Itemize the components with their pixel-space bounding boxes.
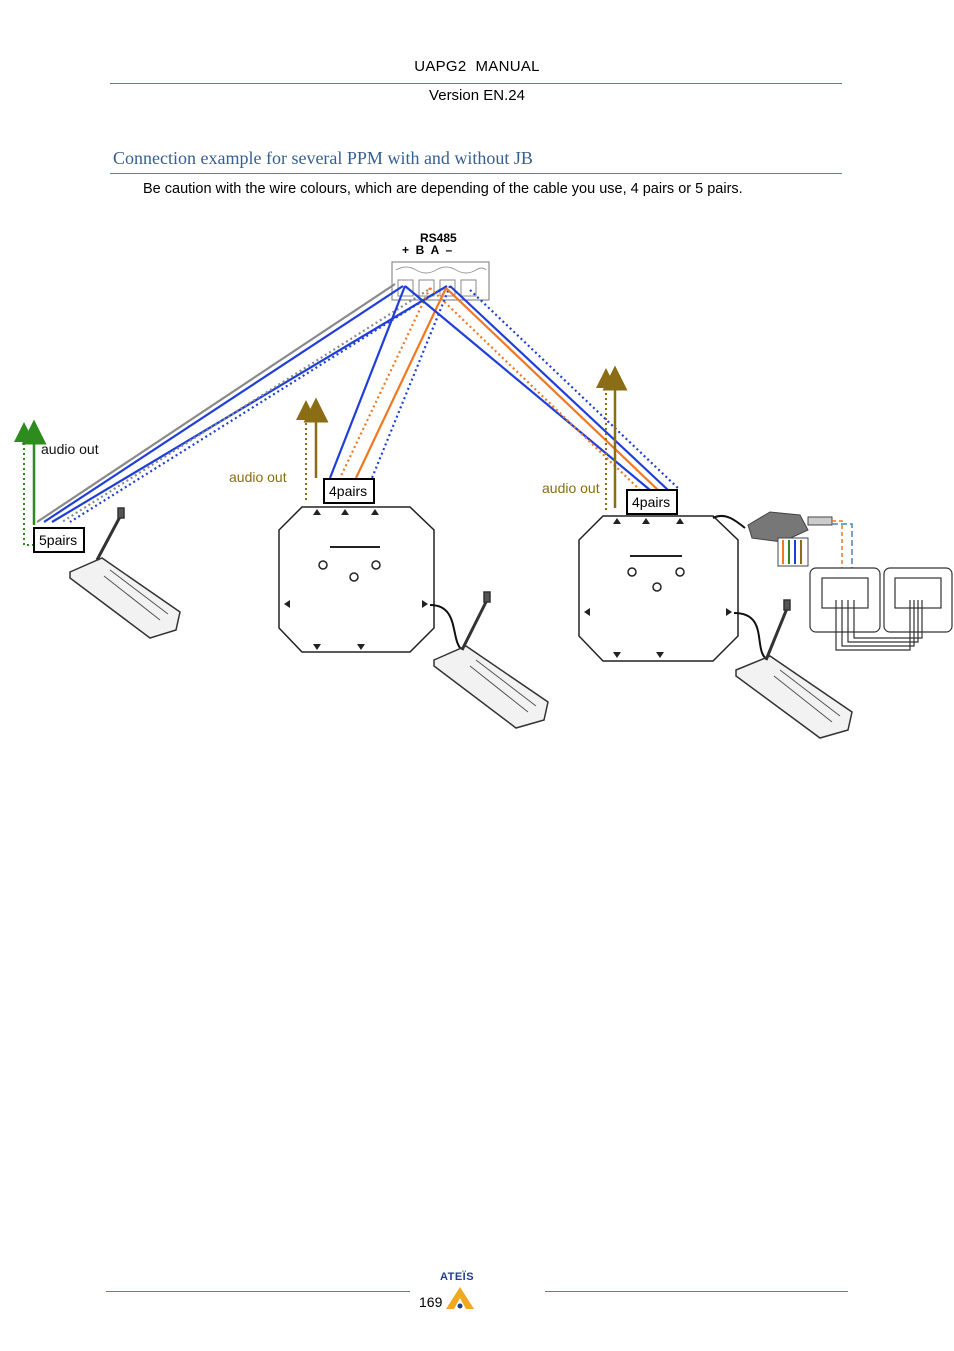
section-rule	[110, 173, 842, 174]
rs485-terminal: RS485 + B A –	[391, 231, 490, 301]
footer-rule-left	[106, 1291, 410, 1292]
middle-audio-out: audio out	[229, 397, 329, 500]
wires-middle	[328, 285, 452, 479]
middle-microphone-console	[433, 591, 549, 729]
right-audio-label: audio out	[542, 480, 600, 496]
header-rule	[110, 83, 842, 84]
right-audio-out: audio out	[542, 365, 628, 510]
middle-cable-label: 4pairs	[323, 478, 375, 504]
page-number: 169	[419, 1294, 443, 1310]
brand-name: ATEÏS	[440, 1271, 475, 1283]
connection-diagram: RS485 + B A – audio out	[14, 231, 953, 739]
left-cable-label: 5pairs	[33, 527, 85, 553]
wires-right	[404, 285, 681, 491]
footer-rule-right	[545, 1291, 848, 1292]
right-microphone-console	[735, 599, 853, 739]
caution-note: Be caution with the wire colours, which …	[143, 181, 743, 197]
rs485-pins: + B A –	[402, 243, 452, 257]
left-audio-label: audio out	[41, 441, 99, 457]
left-audio-out: audio out	[14, 419, 99, 546]
wall-sockets	[809, 567, 953, 651]
middle-audio-label: audio out	[229, 469, 287, 485]
rj45-connector	[747, 511, 853, 592]
right-junction-box	[578, 514, 776, 662]
wires-left	[36, 283, 448, 523]
right-cable-text: 4pairs	[632, 494, 670, 510]
rs485-title: RS485	[420, 231, 457, 245]
right-cable-label: 4pairs	[626, 489, 678, 515]
left-microphone-console	[69, 507, 181, 639]
header-version: Version EN.24	[429, 87, 525, 104]
middle-cable-text: 4pairs	[329, 483, 367, 499]
left-cable-text: 5pairs	[39, 532, 77, 548]
middle-junction-box	[278, 506, 470, 653]
ateis-logo-icon	[446, 1287, 474, 1309]
section-title: Connection example for several PPM with …	[113, 148, 533, 168]
header-title: UAPG2 MANUAL	[414, 58, 540, 75]
